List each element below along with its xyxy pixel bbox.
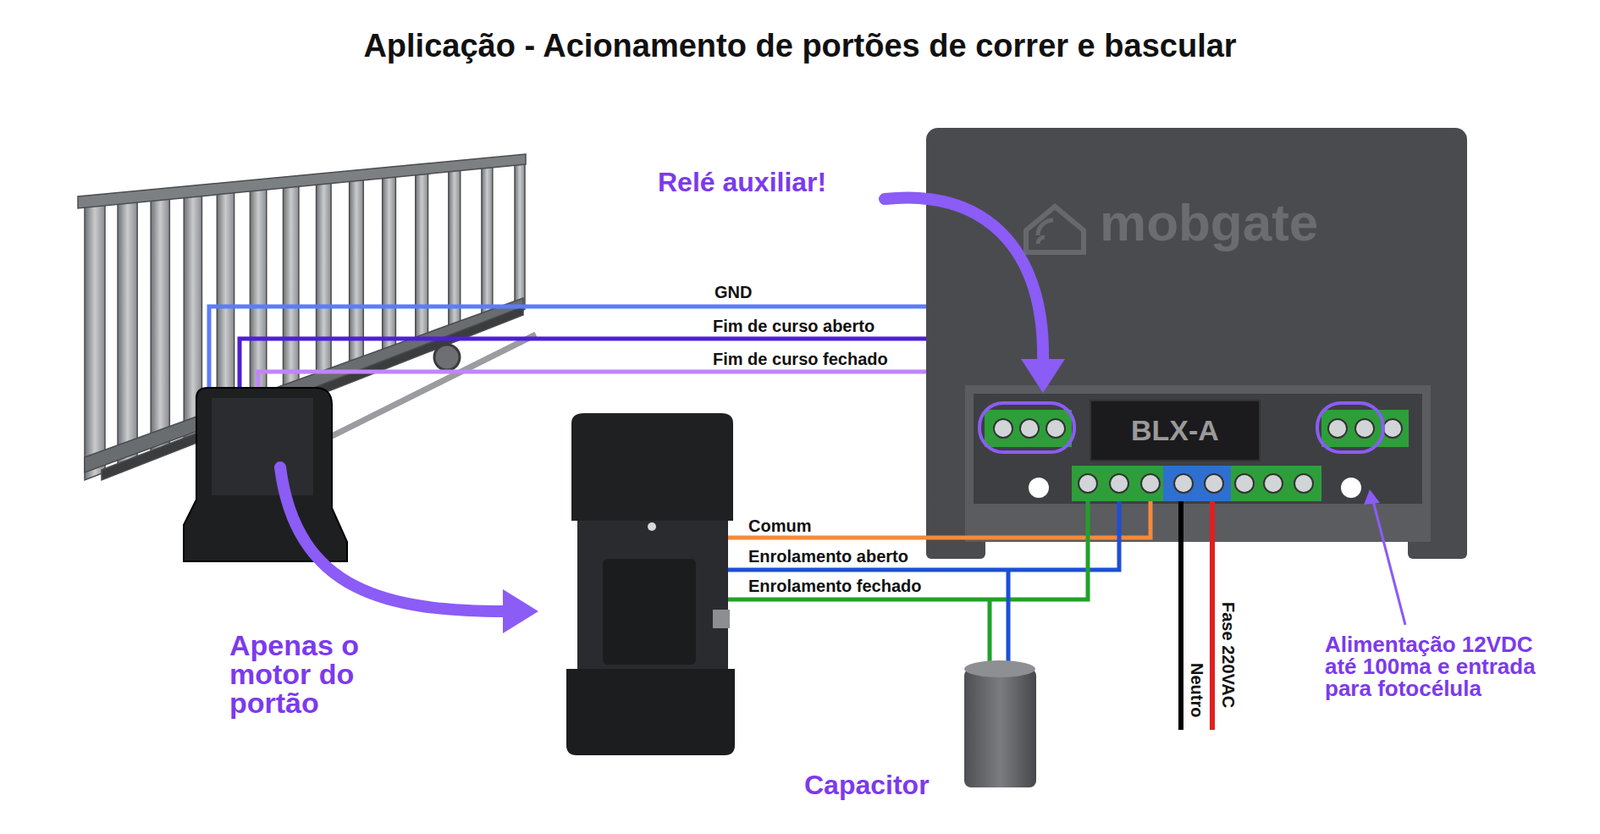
capacitor [964, 668, 1037, 788]
neutral-wire [1178, 501, 1184, 730]
open-winding-wire [726, 501, 1120, 570]
signal-name: Fim de curso aberto [712, 316, 875, 336]
mounting-hole [1028, 477, 1049, 498]
motor-cover [602, 558, 696, 665]
gate-bar [481, 164, 493, 326]
terminal-block [1230, 465, 1322, 502]
signal-name: Enrolamento fechado [748, 576, 922, 596]
callout-label: Apenas o motor do portão [229, 630, 378, 718]
text: BLX-A [1131, 414, 1220, 447]
terminal-block [1071, 465, 1164, 502]
capacitor-wire [987, 599, 993, 671]
signal-name: Neutro [1187, 662, 1207, 718]
gate-operator-cover [211, 397, 314, 496]
gate-bar [514, 161, 525, 314]
phase-wire [1209, 501, 1215, 730]
terminal-panel [965, 385, 1431, 542]
signal-name: Fim de curso fechado [712, 349, 889, 369]
callout-label: Alimentação 12VDC até 100ma e entrada pa… [1324, 633, 1571, 700]
highlight-ring [979, 402, 1075, 453]
capacitor-top [964, 660, 1036, 678]
highlight-ring [1317, 402, 1384, 453]
logo-wifi [1037, 220, 1054, 244]
mounting-hole [1340, 477, 1362, 498]
closed-winding-wire [726, 501, 1088, 600]
callout-label: Relé auxiliar! [657, 167, 827, 198]
signal-name: Fase 220VAC [1219, 601, 1238, 708]
gate-bar [415, 171, 429, 353]
capacitor-wire [1006, 569, 1011, 671]
relay-box: BLX-A [1089, 399, 1261, 462]
terminal-block [984, 409, 1072, 447]
arrowhead [1020, 358, 1065, 393]
arrowhead [502, 589, 539, 634]
gate-bar [382, 173, 397, 365]
title: Aplicação - Acionamento de portões de co… [0, 28, 1600, 65]
gate-bar [316, 179, 332, 390]
gate-bar [448, 167, 461, 339]
arrowhead [1363, 489, 1380, 505]
callout-arrow [884, 197, 1043, 363]
gate-rack [306, 334, 536, 449]
gate-bar [117, 198, 138, 468]
signal-name: GND [714, 282, 752, 302]
motor-head [571, 413, 734, 521]
signal-name: Enrolamento aberto [748, 546, 909, 566]
callout-arrow [280, 467, 507, 612]
gate-bar [349, 176, 365, 378]
gate-bar [150, 195, 170, 455]
leader-line [1373, 501, 1406, 625]
motor-screw [647, 522, 657, 531]
gate-bar [84, 201, 105, 480]
gate-wheel [434, 344, 460, 370]
terminal-block [1321, 409, 1409, 447]
motor-shaft [712, 609, 730, 629]
signal-name: Comum [748, 516, 812, 536]
gate-operator [183, 387, 348, 562]
terminal-recess [973, 393, 1423, 504]
terminal-block [1163, 465, 1231, 502]
text: mobgate [1099, 193, 1319, 252]
callout-label: Capacitor [804, 770, 930, 800]
motor-base [566, 668, 735, 756]
logo-house [1026, 206, 1084, 253]
motor-body [577, 520, 729, 669]
controller-housing [926, 127, 1468, 542]
gate-rail [77, 154, 526, 209]
controller-box: mobgateBLX-A [926, 127, 1468, 559]
